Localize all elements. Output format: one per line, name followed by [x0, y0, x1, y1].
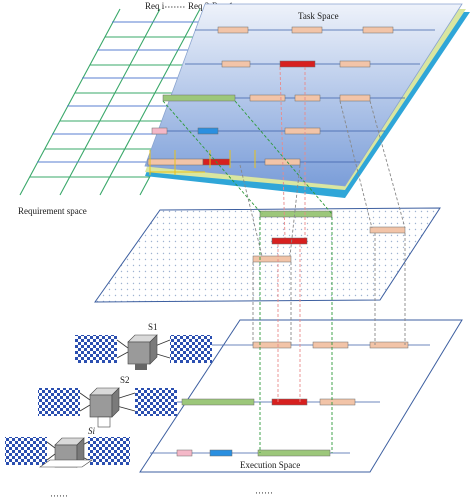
ellipsis-bottom-mid: ······	[255, 488, 273, 498]
execution-space-label: Execution Space	[240, 460, 300, 470]
timing-annotations	[149, 150, 256, 175]
requirement-space-label: Requirement space	[18, 206, 87, 216]
execution-space-plane	[139, 319, 463, 473]
si-right-panel	[88, 437, 130, 465]
middle-bars	[252, 210, 406, 263]
si-label: Si	[88, 426, 96, 436]
s1-right-panel	[170, 335, 212, 363]
s2-left-panel	[38, 388, 80, 416]
dashed-connectors	[162, 66, 406, 453]
service-s2	[38, 387, 177, 428]
si-left-panel	[5, 437, 47, 465]
middle-dotted-plane	[94, 207, 441, 303]
service-s1	[75, 334, 212, 370]
req-2-label: Req 2	[188, 1, 209, 11]
s2-label: S2	[120, 375, 130, 385]
req-i-label: Req i	[145, 1, 165, 11]
task-space-label: Task Space	[298, 11, 339, 21]
ellipsis-bottom-left: ······	[50, 491, 68, 501]
execution-bars	[176, 341, 409, 457]
s1-label: S1	[148, 322, 158, 332]
s2-right-panel	[135, 388, 177, 416]
service-si	[5, 437, 130, 468]
req-grid-blue	[37, 21, 235, 163]
s1-left-panel	[75, 335, 117, 363]
